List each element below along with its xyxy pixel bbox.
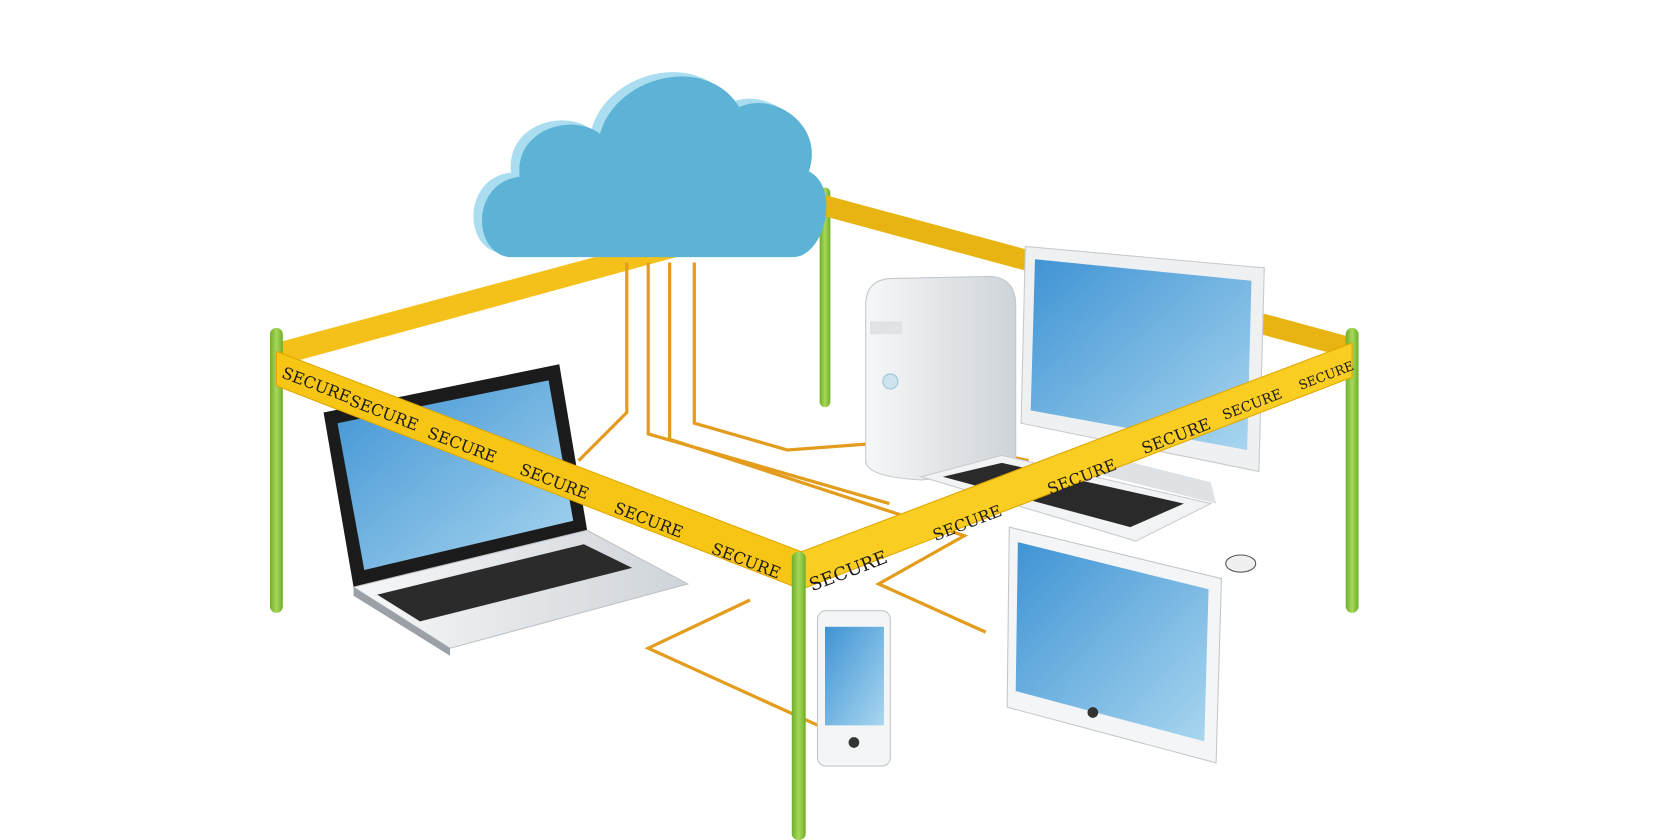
smartphone — [816, 610, 891, 767]
network-cables — [577, 262, 1029, 731]
fence-post-left — [270, 327, 283, 613]
power-button-icon — [882, 373, 899, 390]
home-button-icon — [848, 737, 860, 748]
fence-post-front — [791, 551, 806, 840]
cloud-icon — [473, 72, 827, 258]
fence-post-back — [819, 187, 831, 408]
mouse — [1225, 554, 1257, 573]
desktop-tower — [865, 275, 1017, 481]
fence-post-right — [1345, 327, 1359, 613]
home-button-icon — [1087, 707, 1099, 718]
tablet — [1006, 526, 1222, 764]
